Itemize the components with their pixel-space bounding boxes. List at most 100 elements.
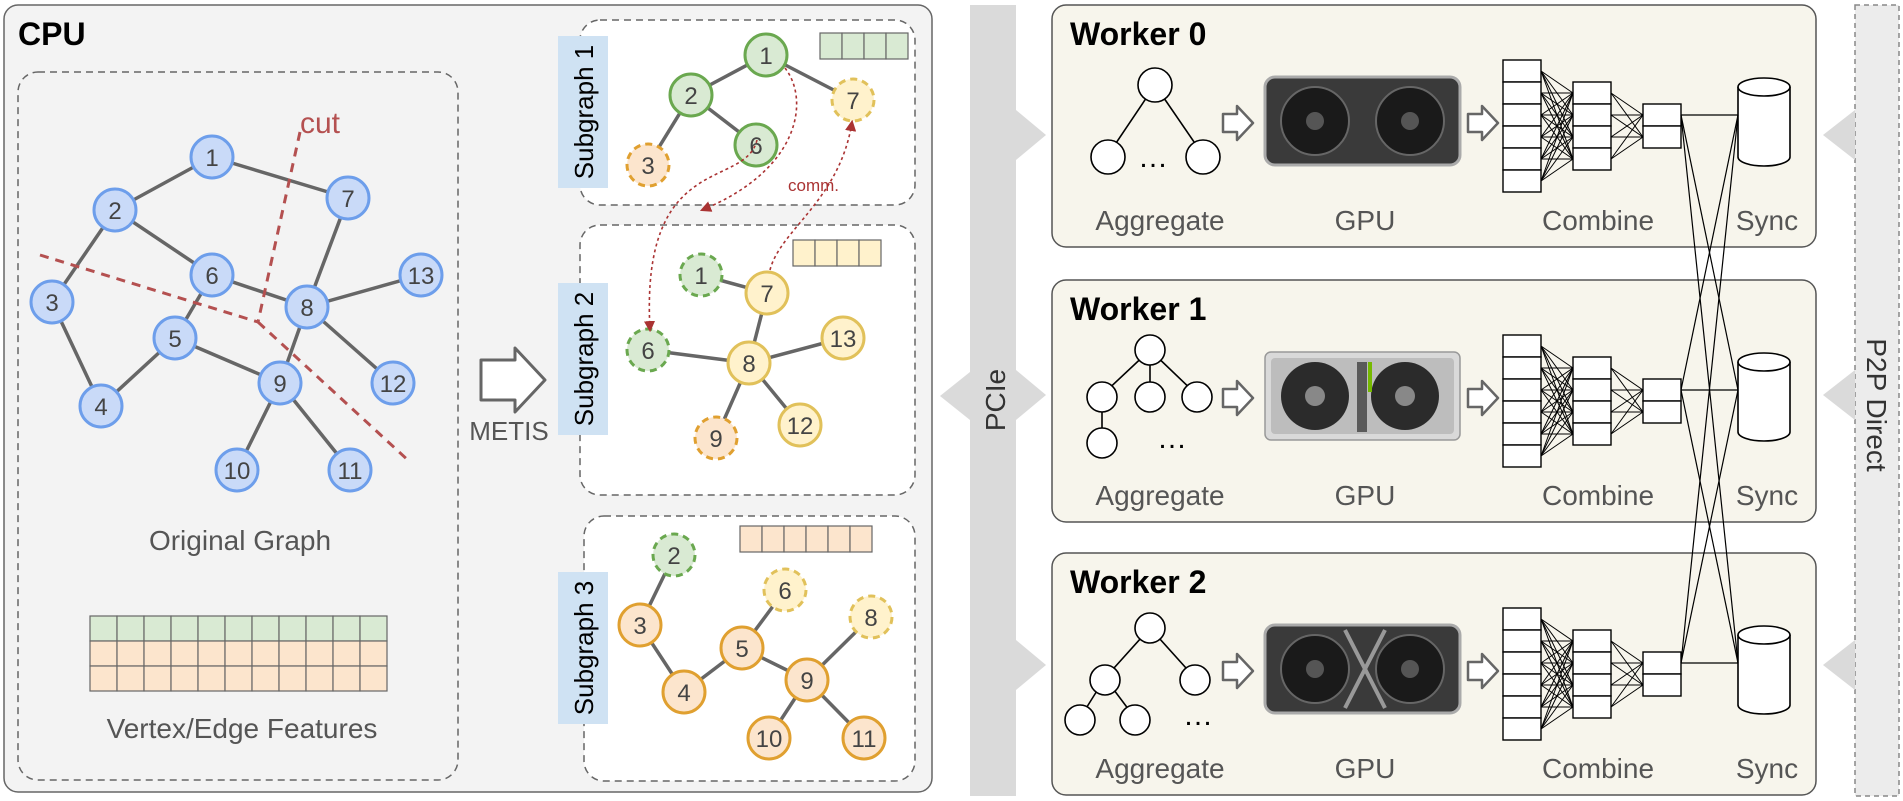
subgraph-node-label: 9 bbox=[800, 668, 813, 695]
subgraph-node bbox=[841, 715, 887, 761]
subgraph-node bbox=[743, 32, 789, 78]
gpu-card-icon bbox=[1263, 75, 1462, 167]
subgraph-node-label: 5 bbox=[735, 636, 748, 663]
feature-cell bbox=[278, 640, 307, 667]
feature-cell bbox=[143, 615, 172, 642]
graph-node bbox=[257, 360, 303, 406]
feature-cell bbox=[359, 615, 388, 642]
gpu-label: GPU bbox=[1335, 205, 1396, 236]
subgraph-node-label: 8 bbox=[742, 351, 755, 378]
feature-strip-cell bbox=[819, 32, 843, 60]
subgraph-feature-strips bbox=[739, 32, 909, 553]
feature-cell bbox=[89, 665, 118, 692]
subgraph-node-label: 6 bbox=[641, 338, 654, 365]
graph-node bbox=[78, 383, 124, 429]
feature-cell bbox=[116, 615, 145, 642]
worker-title: Worker 0 bbox=[1070, 16, 1206, 52]
flow-arrow bbox=[1221, 652, 1255, 690]
graph-node bbox=[398, 252, 444, 298]
combine-network-icon bbox=[1502, 334, 1682, 468]
subgraph-node bbox=[651, 532, 697, 578]
flow-arrow bbox=[1466, 104, 1500, 142]
combine-network-icon bbox=[1502, 607, 1682, 741]
feature-strip-cell bbox=[849, 525, 873, 553]
subgraph-node-label: 6 bbox=[749, 133, 762, 160]
graph-node-label: 10 bbox=[224, 458, 251, 485]
aggregate-label: Aggregate bbox=[1095, 205, 1224, 236]
aggregate-ellipsis: … bbox=[1183, 699, 1213, 732]
feature-cell bbox=[224, 665, 253, 692]
feature-cell bbox=[305, 665, 334, 692]
subgraph-node bbox=[668, 72, 714, 118]
subgraph-node bbox=[762, 567, 808, 613]
feature-strip-cell bbox=[858, 239, 882, 267]
graph-node-label: 3 bbox=[45, 290, 58, 317]
subgraph-node-label: 3 bbox=[641, 153, 654, 180]
graph-node bbox=[189, 252, 235, 298]
subgraph-node-label: 3 bbox=[633, 613, 646, 640]
p2p-bus: P2P Direct bbox=[1823, 4, 1900, 797]
feature-cell bbox=[332, 640, 361, 667]
comm-label: comm. bbox=[788, 176, 839, 195]
subgraph-3-label: Subgraph 3 bbox=[569, 581, 599, 715]
aggregate-ellipsis: … bbox=[1138, 141, 1168, 174]
flow-arrow bbox=[1221, 104, 1255, 142]
feature-cell bbox=[359, 640, 388, 667]
subgraph-3-label-box: Subgraph 3 bbox=[558, 572, 608, 724]
subgraph-node bbox=[661, 669, 707, 715]
graph-node bbox=[370, 360, 416, 406]
graph-node bbox=[189, 134, 235, 180]
graph-node bbox=[92, 187, 138, 233]
graph-node-label: 6 bbox=[205, 263, 218, 290]
feature-strip-cell bbox=[885, 32, 909, 60]
cut-label: cut bbox=[300, 107, 341, 140]
combine-network-icon bbox=[1502, 59, 1682, 193]
subgraph-node-label: 4 bbox=[677, 680, 690, 707]
feature-cell bbox=[278, 665, 307, 692]
pcie-bus: PCIe bbox=[940, 5, 1046, 796]
graph-node bbox=[284, 284, 330, 330]
gpu-label: GPU bbox=[1335, 480, 1396, 511]
feature-cell bbox=[197, 615, 226, 642]
subgraph-node-label: 7 bbox=[846, 88, 859, 115]
combine-label: Combine bbox=[1542, 753, 1654, 784]
sync-line bbox=[1680, 389, 1739, 664]
subgraph-2-label-box: Subgraph 2 bbox=[558, 283, 608, 435]
flow-arrow bbox=[1466, 652, 1500, 690]
gpu-card-icon bbox=[1263, 623, 1462, 715]
comm-arrows bbox=[643, 67, 857, 333]
subgraph-node-label: 8 bbox=[864, 605, 877, 632]
vertex-edge-features-table bbox=[89, 615, 388, 692]
feature-cell bbox=[224, 615, 253, 642]
feature-cell bbox=[305, 640, 334, 667]
aggregate-label: Aggregate bbox=[1095, 480, 1224, 511]
subgraph-node-label: 9 bbox=[709, 426, 722, 453]
graph-node-label: 11 bbox=[338, 458, 363, 485]
aggregate-ellipsis: … bbox=[1157, 422, 1187, 455]
feature-cell bbox=[116, 640, 145, 667]
flow-arrow bbox=[1466, 379, 1500, 417]
feature-strip-cell bbox=[761, 525, 785, 553]
feature-cell bbox=[143, 665, 172, 692]
cut-lines bbox=[39, 131, 412, 464]
sync-store-icon bbox=[1737, 352, 1791, 442]
subgraph-node bbox=[830, 77, 876, 123]
feature-cell bbox=[332, 665, 361, 692]
feature-cell bbox=[197, 665, 226, 692]
feature-cell bbox=[251, 615, 280, 642]
graph-edge bbox=[211, 155, 349, 200]
feature-cell bbox=[170, 640, 199, 667]
aggregate-tree-icon bbox=[1090, 67, 1221, 175]
graph-node bbox=[327, 447, 373, 493]
feature-cell bbox=[143, 640, 172, 667]
sync-line bbox=[1680, 114, 1739, 391]
sync-label: Sync bbox=[1736, 205, 1798, 236]
subgraph-1-label-box: Subgraph 1 bbox=[558, 36, 608, 188]
subgraph-node bbox=[777, 402, 823, 448]
feature-cell bbox=[170, 615, 199, 642]
